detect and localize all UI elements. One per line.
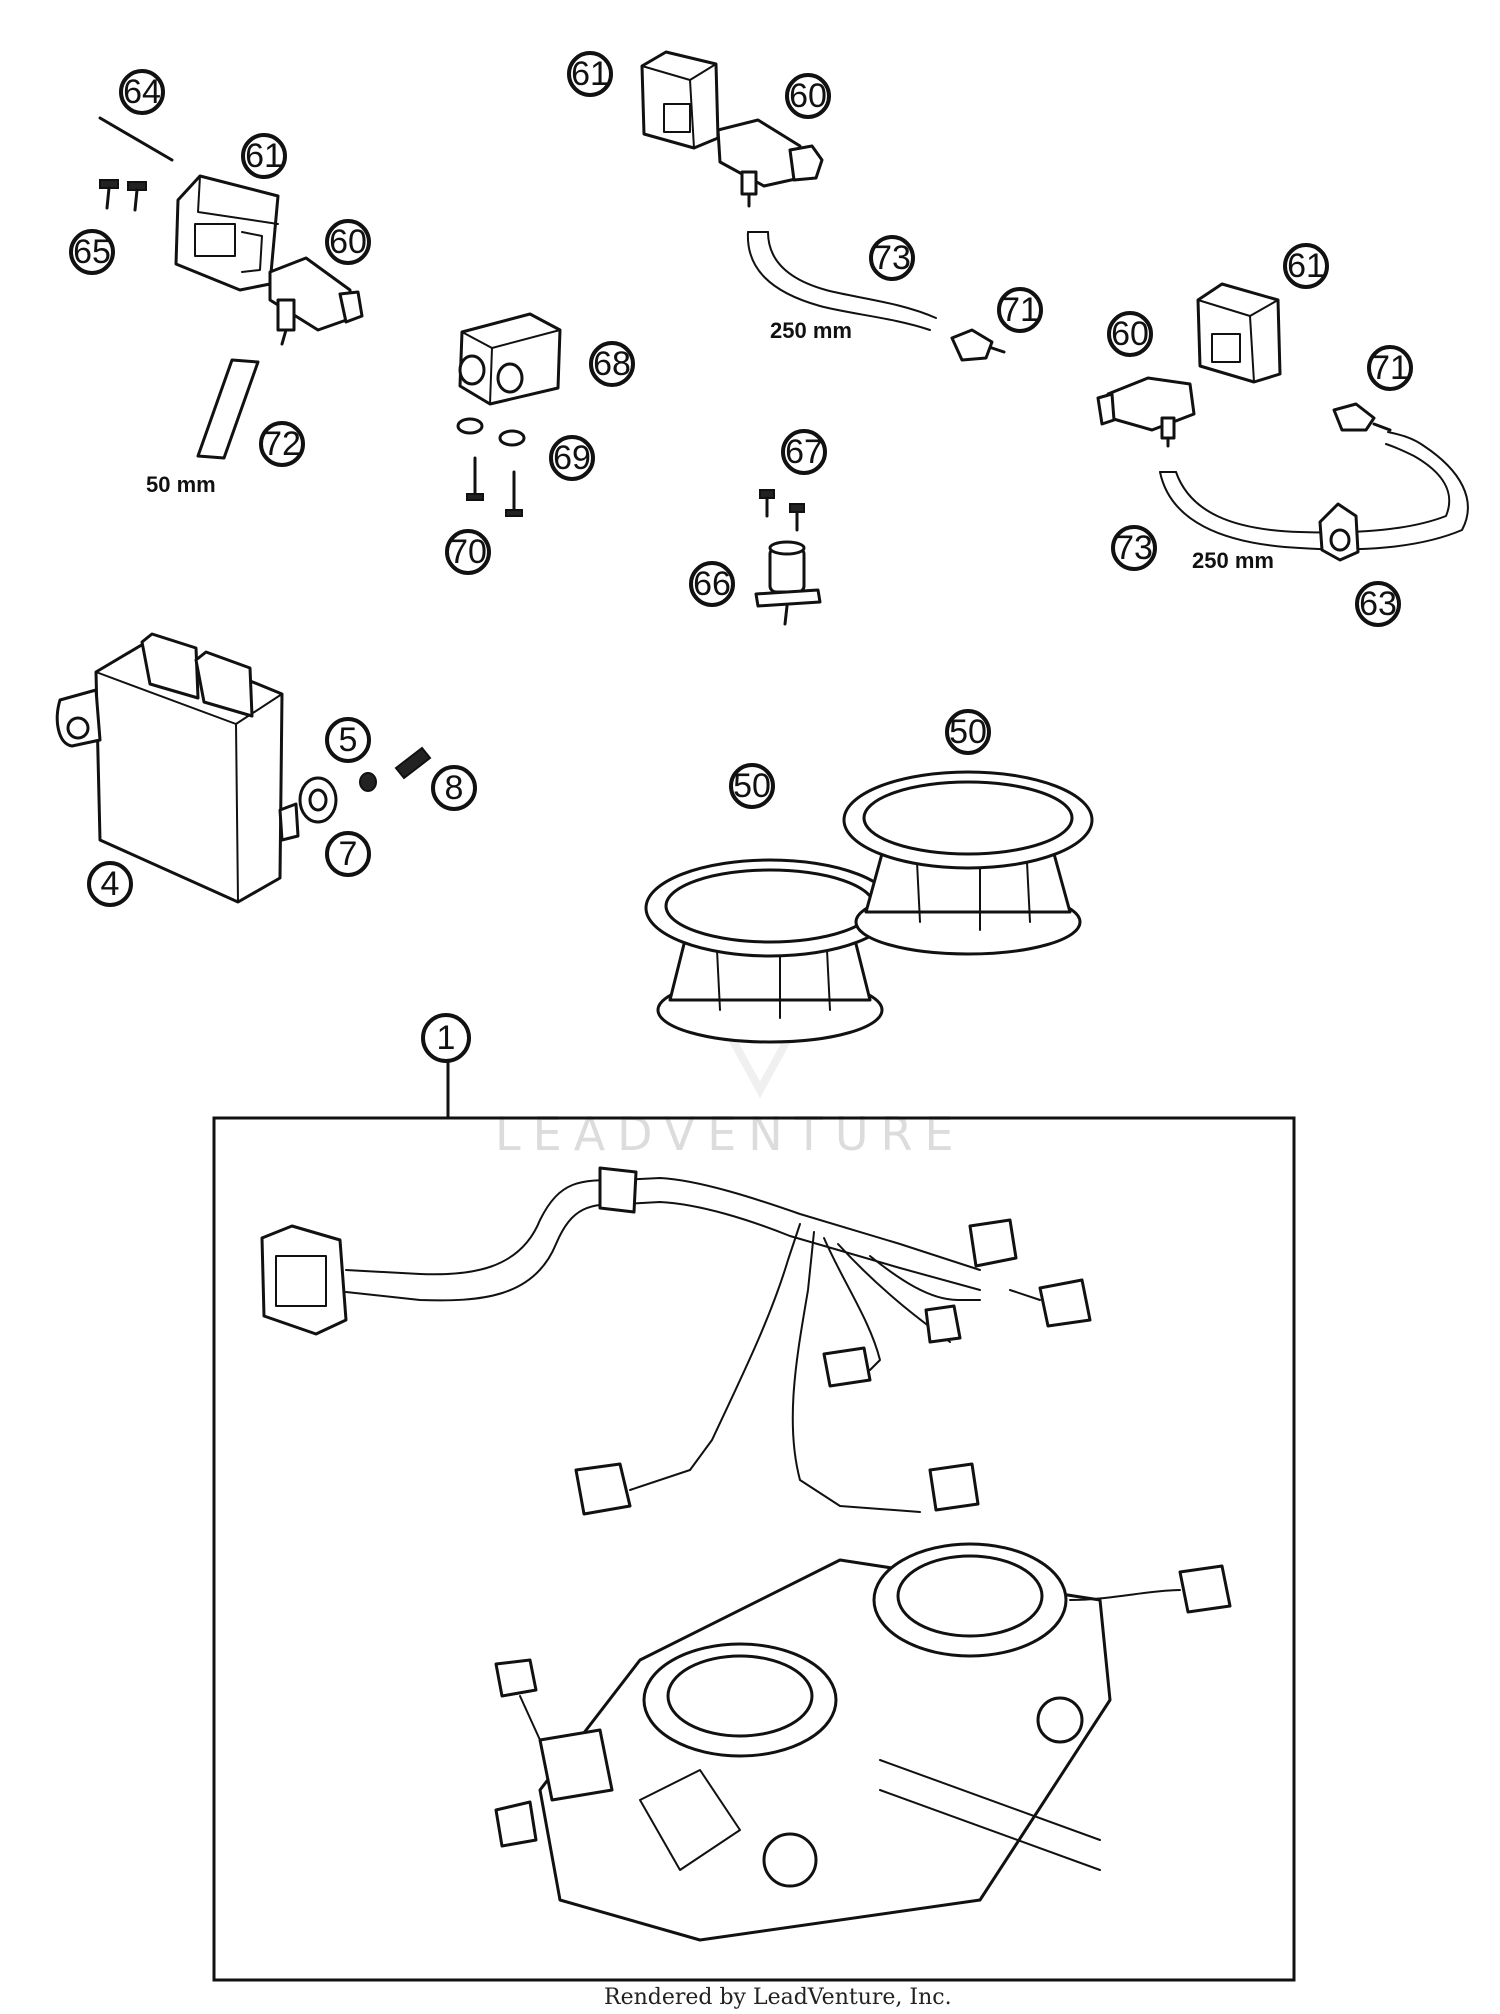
callout-60-left: 60: [325, 219, 371, 265]
callout-50-right: 50: [945, 709, 991, 755]
part-72-hose: [196, 358, 260, 460]
part-50-boot-left: [644, 858, 896, 1044]
svg-text:7: 7: [339, 835, 358, 873]
part-73-hose-right: [1159, 431, 1469, 551]
callout-73-center: 73: [869, 235, 915, 281]
part-69-washers: [456, 417, 526, 447]
callout-61-right: 61: [1283, 243, 1329, 289]
callout-60-right: 60: [1107, 311, 1153, 357]
svg-text:4: 4: [101, 865, 120, 903]
footer-credit: Rendered by LeadVenture, Inc.: [604, 1985, 952, 2010]
callout-71-right: 71: [1367, 345, 1413, 391]
svg-text:61: 61: [1287, 247, 1325, 285]
callout-61-left: 61: [241, 133, 287, 179]
callout-50-left: 50: [729, 763, 775, 809]
part-71-nipple-right: [1332, 402, 1392, 432]
callout-61-center: 61: [567, 51, 613, 97]
svg-text:61: 61: [571, 55, 609, 93]
throttle-body: [494, 1542, 1232, 1942]
watermark-text: LEADVENTURE: [495, 1107, 966, 1161]
part-61-connector-center: [640, 50, 720, 150]
part-66-sensor: [754, 540, 822, 626]
part-71-nipple-center: [950, 328, 1006, 362]
svg-text:5: 5: [339, 721, 358, 759]
callout-70: 70: [445, 529, 491, 575]
dim-250mm-right: 250 mm: [1192, 548, 1274, 573]
svg-text:8: 8: [445, 769, 464, 807]
part-7-grommet: [298, 776, 338, 824]
callout-64: 64: [119, 69, 165, 115]
svg-text:73: 73: [1115, 529, 1153, 567]
svg-text:60: 60: [1111, 315, 1149, 353]
callout-67: 67: [781, 429, 827, 475]
callout-5: 5: [325, 717, 371, 763]
part-5-washer: [359, 772, 377, 792]
callout-63: 63: [1355, 581, 1401, 627]
part-67-screws: [759, 489, 805, 532]
dim-50mm: 50 mm: [146, 472, 216, 497]
callout-73-right: 73: [1111, 525, 1157, 571]
svg-text:60: 60: [789, 77, 827, 115]
svg-text:60: 60: [329, 223, 367, 261]
svg-text:69: 69: [553, 439, 591, 477]
callout-66: 66: [689, 561, 735, 607]
dim-250mm-center: 250 mm: [770, 318, 852, 343]
part-60-sensor-left: [268, 256, 364, 346]
svg-text:63: 63: [1359, 585, 1397, 623]
callout-68: 68: [589, 341, 635, 387]
part-63-clip: [1318, 502, 1360, 562]
part-73-hose-center: [746, 231, 937, 331]
svg-text:70: 70: [449, 533, 487, 571]
part-4-ecu: [55, 632, 300, 904]
callout-72: 72: [259, 421, 305, 467]
svg-text:67: 67: [785, 433, 823, 471]
part-68-bracket: [458, 312, 562, 406]
part-65-screws: [99, 179, 147, 212]
part-8-screw: [394, 746, 432, 780]
part-61-connector-right: [1196, 282, 1282, 384]
svg-text:68: 68: [593, 345, 631, 383]
part-60-sensor-center: [716, 118, 824, 208]
svg-text:73: 73: [873, 239, 911, 277]
callout-7: 7: [325, 831, 371, 877]
callout-1: 1: [421, 1013, 471, 1063]
part-50-boot-right: [842, 770, 1094, 956]
svg-text:72: 72: [263, 425, 301, 463]
callout-65: 65: [69, 229, 115, 275]
callout-71-center: 71: [997, 287, 1043, 333]
part-70-screws: [466, 456, 523, 517]
svg-text:71: 71: [1001, 291, 1039, 329]
callout-69: 69: [549, 435, 595, 481]
part-1-frame: [212, 1060, 1296, 1982]
svg-text:50: 50: [733, 767, 771, 805]
part-64-rod: [98, 116, 174, 162]
svg-text:1: 1: [437, 1019, 456, 1057]
part-61-connector-left: [174, 174, 280, 292]
svg-text:66: 66: [693, 565, 731, 603]
callout-60-center: 60: [785, 73, 831, 119]
callout-8: 8: [431, 765, 477, 811]
svg-text:61: 61: [245, 137, 283, 175]
callout-4: 4: [87, 861, 133, 907]
svg-text:64: 64: [123, 73, 161, 111]
part-60-sensor-right: [1096, 376, 1196, 448]
wiring-harness: [260, 1166, 1092, 1516]
svg-text:50: 50: [949, 713, 987, 751]
svg-text:71: 71: [1371, 349, 1409, 387]
svg-text:65: 65: [73, 233, 111, 271]
